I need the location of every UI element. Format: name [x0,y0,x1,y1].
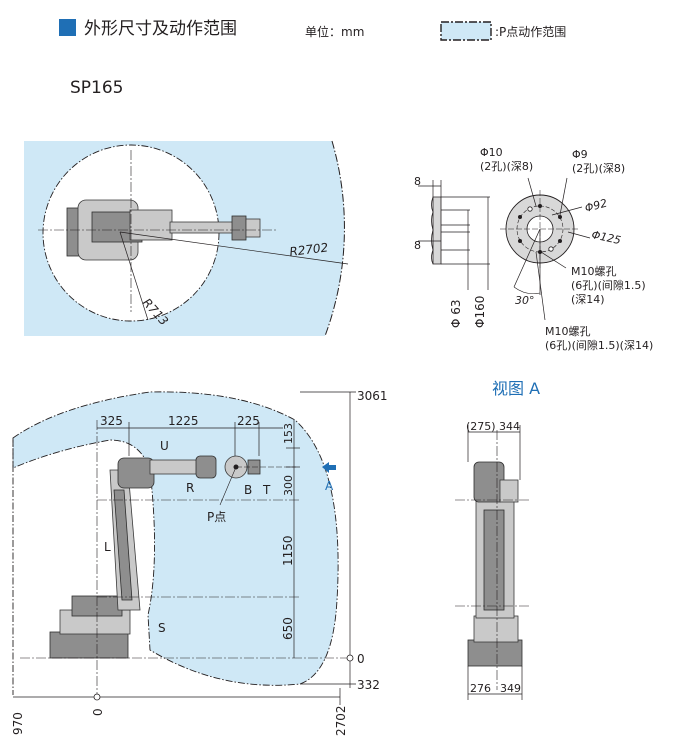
flange-dia-63: Φ 63 [449,299,463,328]
right-reach-label: 2702 [334,705,348,736]
depth-bottom-label: 332 [357,678,380,692]
front-base-shape [467,639,523,667]
page-title: 外形尺寸及动作范围 [84,19,237,39]
p-point-label: P点 [207,510,226,524]
dim-225: 225 [237,414,260,428]
flange-dim-mid: 8 [414,239,421,252]
legend-swatch-icon [440,21,492,41]
hole2-detail: (2孔)(深8) [572,162,625,175]
front-dim-344: 344 [499,420,520,433]
pcd-92-label: Φ92 [583,196,608,214]
model-name: SP165 [70,78,124,98]
axis-l-label: L [104,540,111,554]
hole1-label: Φ10 [480,146,503,159]
axis-s-label: S [158,621,166,635]
height-top-label: 3061 [357,389,388,403]
view-a-arrow-label: A [325,479,334,493]
hole2-label: Φ9 [572,148,588,161]
unit-label: 单位：mm [305,24,364,39]
front-dim-275: (275) [466,420,496,433]
axis-b-label: B [244,483,252,497]
view-a-arrow-icon [322,462,336,473]
screw1-line3: (深14) [571,293,605,306]
screw2-title: M10螺孔 [545,325,591,338]
radius-outer-label: R2702 [289,240,329,259]
left-reach-label: 970 [11,712,25,735]
zero-bottom-label: 0 [91,708,105,716]
upper-arm-shape [149,459,201,475]
title-square-icon [59,19,76,36]
flange-dim-top: 8 [414,175,421,188]
axis-t-label: T [262,483,271,497]
dim-300: 300 [282,475,295,496]
front-dim-276: 276 [470,682,491,695]
flange-detail: 8 8 Φ 63 Φ160 Φ10 (2孔)(深8) Φ9 (2孔)(深8 [414,146,653,352]
legend-label: :P点动作范围 [495,25,566,39]
dim-650: 650 [281,617,295,640]
zero-right-label: 0 [357,652,365,666]
axis-u-label: U [160,439,169,453]
front-dim-349: 349 [500,682,521,695]
side-base-shape [49,631,129,659]
hole1-detail: (2孔)(深8) [480,160,533,173]
angle-label: 30° [515,294,535,307]
dim-325: 325 [100,414,123,428]
dim-153: 153 [282,423,295,444]
dim-1150: 1150 [281,535,295,566]
screw2-line2: (6孔)(间隙1.5)(深14) [545,338,653,352]
front-view: (275) 344 276 349 [455,420,530,700]
top-arm-shape [169,221,241,234]
upper-arm-housing-shape [117,457,155,489]
screw1-line2: (6孔)(间隙1.5) [571,278,646,292]
view-a-title: 视图 A [492,379,540,398]
pcd-125-label: Φ125 [590,228,622,247]
axis-r-label: R [186,481,194,495]
top-view: R2702 R713 [24,140,349,337]
dim-1225: 1225 [168,414,199,428]
side-view: 325 1225 225 153 300 1150 650 3061 0 332… [11,389,388,736]
screw1-title: M10螺孔 [571,265,617,278]
flange-dia-160: Φ160 [473,296,487,328]
